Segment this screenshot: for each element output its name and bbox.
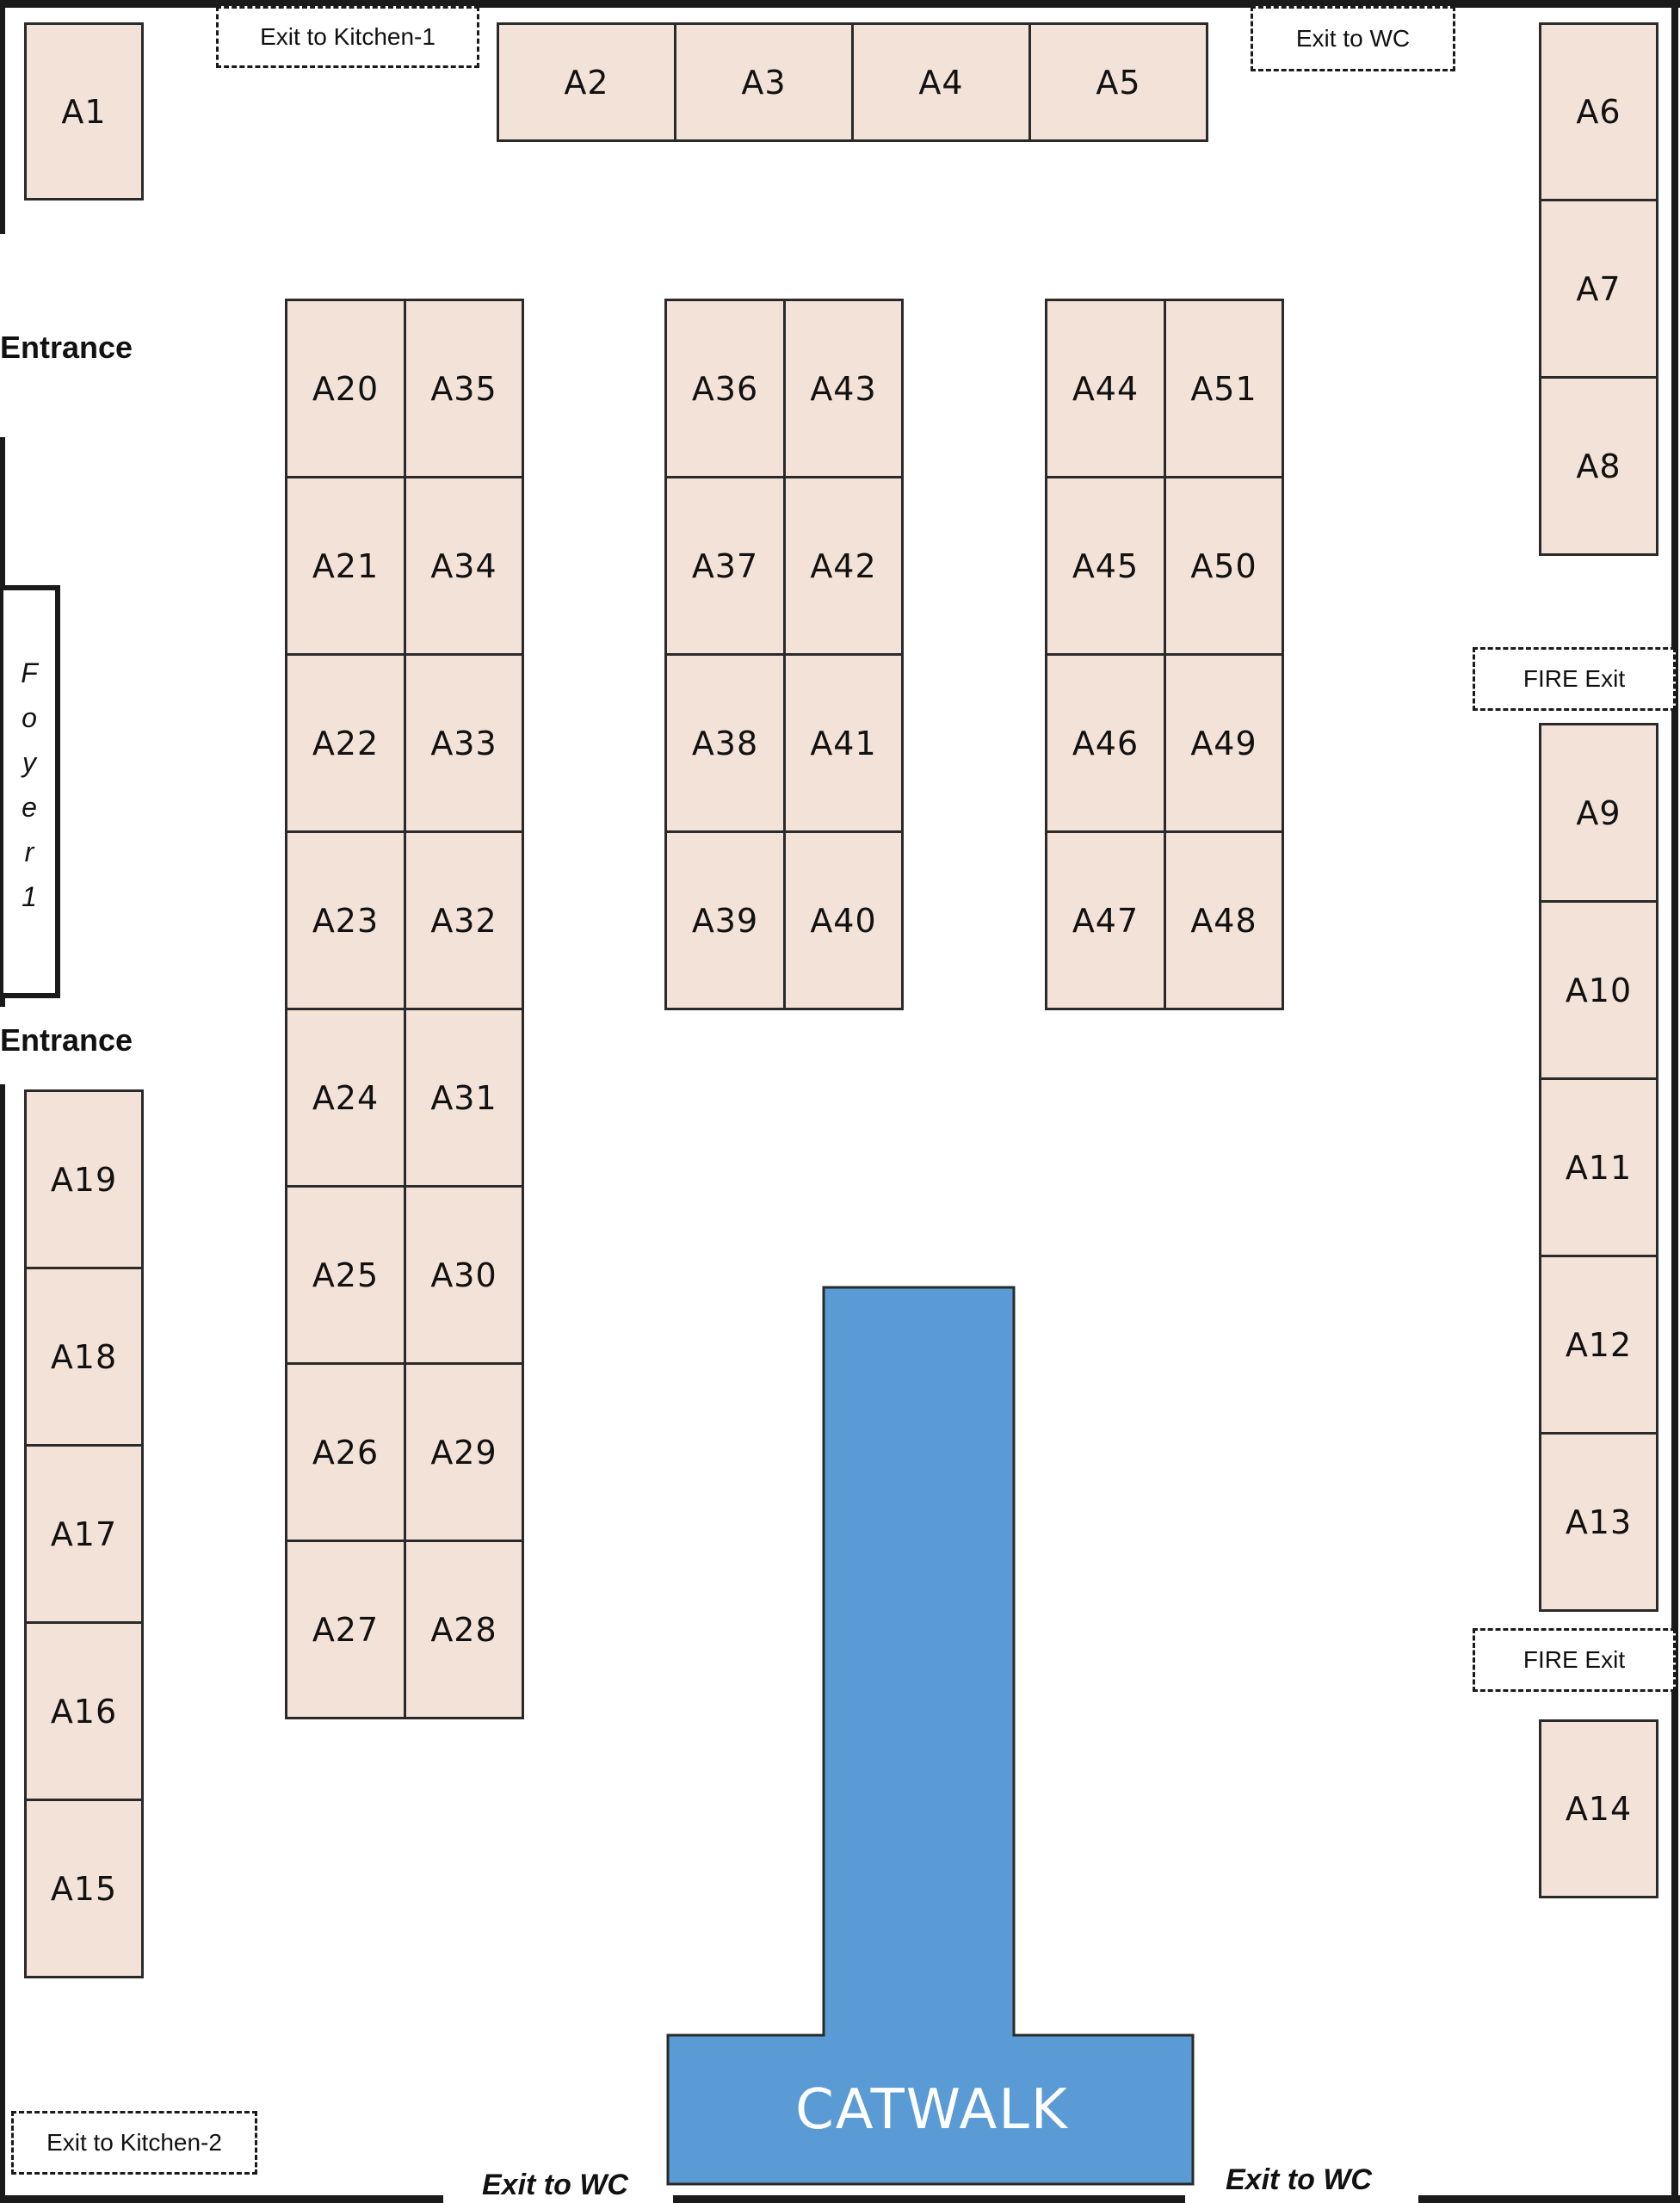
wall-top (0, 0, 1680, 8)
wall-bottom-1 (0, 2195, 443, 2203)
booth-a26[interactable]: A26 (285, 1362, 406, 1542)
exit-wc-bottom-left[interactable]: Exit to WC (482, 2169, 628, 2201)
fire-exit-2[interactable]: FIRE Exit (1473, 1628, 1676, 1692)
fire-exit-1[interactable]: FIRE Exit (1473, 647, 1676, 711)
booth-a46[interactable]: A46 (1045, 653, 1166, 833)
booth-a51[interactable]: A51 (1164, 299, 1284, 478)
booth-a9[interactable]: A9 (1539, 723, 1658, 903)
booth-a3[interactable]: A3 (674, 22, 854, 142)
foyer-label: F o y e r 1 (21, 657, 38, 912)
booth-a36[interactable]: A36 (664, 299, 786, 478)
booth-a37[interactable]: A37 (664, 476, 786, 656)
booth-a8[interactable]: A8 (1539, 376, 1658, 556)
exit-kitchen-1[interactable]: Exit to Kitchen-1 (216, 6, 479, 68)
booth-a15[interactable]: A15 (24, 1799, 144, 1978)
booth-a4[interactable]: A4 (851, 22, 1031, 142)
exit-wc-top[interactable]: Exit to WC (1251, 6, 1455, 71)
booth-a35[interactable]: A35 (404, 299, 524, 478)
booth-a25[interactable]: A25 (285, 1185, 406, 1365)
exit-kitchen-2[interactable]: Exit to Kitchen-2 (11, 2111, 257, 2175)
booth-a30[interactable]: A30 (404, 1185, 524, 1365)
booth-a7[interactable]: A7 (1539, 199, 1658, 379)
booth-a45[interactable]: A45 (1045, 476, 1166, 656)
booth-a49[interactable]: A49 (1164, 653, 1284, 833)
booth-a47[interactable]: A47 (1045, 830, 1166, 1010)
booth-a32[interactable]: A32 (404, 830, 524, 1010)
booth-a13[interactable]: A13 (1539, 1432, 1658, 1612)
booth-a11[interactable]: A11 (1539, 1077, 1658, 1257)
wall-left-3 (0, 1084, 5, 2203)
booth-a1[interactable]: A1 (24, 22, 144, 201)
booth-a18[interactable]: A18 (24, 1267, 144, 1447)
booth-a19[interactable]: A19 (24, 1089, 144, 1269)
booth-a44[interactable]: A44 (1045, 299, 1166, 478)
booth-a6[interactable]: A6 (1539, 22, 1658, 201)
entrance-label-top: Entrance (0, 330, 133, 365)
booth-a22[interactable]: A22 (285, 653, 406, 833)
booth-a14[interactable]: A14 (1539, 1719, 1658, 1898)
wall-right (1671, 0, 1678, 2203)
booth-a28[interactable]: A28 (404, 1540, 524, 1719)
booth-a31[interactable]: A31 (404, 1008, 524, 1188)
booth-a48[interactable]: A48 (1164, 830, 1284, 1010)
wall-bottom-3 (1418, 2195, 1680, 2203)
foyer-1: F o y e r 1 (3, 585, 60, 998)
booth-a42[interactable]: A42 (783, 476, 904, 656)
booth-a38[interactable]: A38 (664, 653, 786, 833)
booth-a16[interactable]: A16 (24, 1621, 144, 1801)
wall-bottom-2 (673, 2195, 1185, 2203)
wall-left-2 (0, 437, 5, 1007)
booth-a10[interactable]: A10 (1539, 900, 1658, 1080)
wall-left-1 (0, 0, 5, 234)
booth-a2[interactable]: A2 (497, 22, 676, 142)
booth-a40[interactable]: A40 (783, 830, 904, 1010)
entrance-label-bottom: Entrance (0, 1022, 133, 1058)
booth-a43[interactable]: A43 (783, 299, 904, 478)
booth-a50[interactable]: A50 (1164, 476, 1284, 656)
booth-a33[interactable]: A33 (404, 653, 524, 833)
booth-a24[interactable]: A24 (285, 1008, 406, 1188)
booth-a20[interactable]: A20 (285, 299, 406, 478)
booth-a23[interactable]: A23 (285, 830, 406, 1010)
booth-a27[interactable]: A27 (285, 1540, 406, 1719)
booth-a41[interactable]: A41 (783, 653, 904, 833)
booth-a17[interactable]: A17 (24, 1444, 144, 1624)
booth-a39[interactable]: A39 (664, 830, 786, 1010)
catwalk-label: CATWALK (795, 2078, 1069, 2142)
booth-a29[interactable]: A29 (404, 1362, 524, 1542)
exit-wc-bottom-right[interactable]: Exit to WC (1226, 2163, 1372, 2196)
booth-a12[interactable]: A12 (1539, 1255, 1658, 1435)
booth-a5[interactable]: A5 (1028, 22, 1208, 142)
booth-a21[interactable]: A21 (285, 476, 406, 656)
booth-a34[interactable]: A34 (404, 476, 524, 656)
